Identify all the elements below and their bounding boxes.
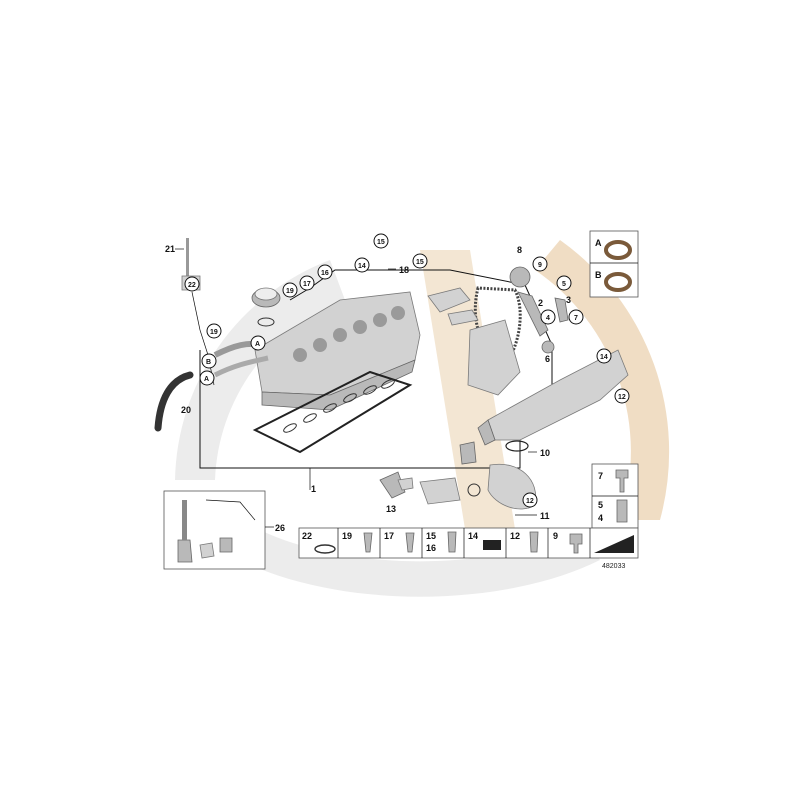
svg-text:7: 7 bbox=[574, 315, 578, 322]
callout-circled-15a: 15 bbox=[373, 233, 389, 249]
legend-side-4: 4 bbox=[598, 513, 603, 523]
svg-text:15: 15 bbox=[416, 259, 424, 266]
callout-13: 13 bbox=[386, 504, 396, 514]
svg-text:12: 12 bbox=[618, 394, 626, 401]
svg-text:19: 19 bbox=[286, 288, 294, 295]
legend-side-7: 7 bbox=[598, 471, 603, 481]
callout-circled-19a: 19 bbox=[206, 323, 222, 339]
legend-cell-15: 15 bbox=[426, 531, 436, 541]
callout-18: 18 bbox=[399, 265, 409, 275]
callout-circled-16: 16 bbox=[317, 264, 333, 280]
legend-side-5: 5 bbox=[598, 500, 603, 510]
callout-circled-9: 9 bbox=[532, 256, 548, 272]
legend-cell-19: 19 bbox=[342, 531, 352, 541]
marker-B: B bbox=[201, 353, 217, 369]
svg-text:9: 9 bbox=[538, 262, 542, 269]
callout-26: 26 bbox=[275, 523, 285, 533]
svg-text:19: 19 bbox=[210, 329, 218, 336]
svg-text:4: 4 bbox=[546, 315, 550, 322]
legend-bottom-row: 22 19 17 15 16 14 12 9 bbox=[298, 527, 639, 559]
svg-text:14: 14 bbox=[358, 263, 366, 270]
callout-8: 8 bbox=[517, 245, 522, 255]
callout-circled-17: 17 bbox=[299, 275, 315, 291]
diagram-id-number: 482033 bbox=[602, 563, 625, 570]
callout-21: 21 bbox=[165, 244, 175, 254]
callout-circled-7: 7 bbox=[568, 309, 584, 325]
callout-circled-15b: 15 bbox=[412, 253, 428, 269]
svg-text:A: A bbox=[255, 341, 260, 348]
svg-text:A: A bbox=[204, 376, 209, 383]
svg-text:5: 5 bbox=[562, 281, 566, 288]
svg-text:12: 12 bbox=[526, 498, 534, 505]
callout-circled-22: 22 bbox=[184, 276, 200, 292]
callout-circled-12a: 12 bbox=[614, 388, 630, 404]
callout-circled-14a: 14 bbox=[354, 257, 370, 273]
legend-cell-17: 17 bbox=[384, 531, 394, 541]
svg-text:22: 22 bbox=[188, 282, 196, 289]
legend-side-bolts: 7 5 4 bbox=[591, 463, 639, 529]
legend-cell-16: 16 bbox=[426, 543, 436, 553]
legend-cell-12: 12 bbox=[510, 531, 520, 541]
callout-1: 1 bbox=[311, 484, 316, 494]
callout-circled-19b: 19 bbox=[282, 282, 298, 298]
svg-text:B: B bbox=[206, 359, 211, 366]
svg-text:17: 17 bbox=[303, 281, 311, 288]
part-valve-cover-gasket bbox=[252, 370, 413, 454]
svg-text:14: 14 bbox=[600, 354, 608, 361]
marker-A-left: A bbox=[199, 370, 215, 386]
svg-text:16: 16 bbox=[321, 270, 329, 277]
legend-cell-14: 14 bbox=[468, 531, 478, 541]
callout-10: 10 bbox=[540, 448, 550, 458]
legend-rings: A B bbox=[589, 230, 639, 298]
callout-6: 6 bbox=[545, 354, 550, 364]
legend-label-B: B bbox=[595, 270, 602, 280]
callout-3: 3 bbox=[566, 295, 571, 305]
callout-20: 20 bbox=[181, 405, 191, 415]
callout-circled-14b: 14 bbox=[596, 348, 612, 364]
callout-circled-4: 4 bbox=[540, 309, 556, 325]
part-intake-manifold bbox=[477, 349, 629, 446]
callout-circled-5: 5 bbox=[556, 275, 572, 291]
svg-text:15: 15 bbox=[377, 239, 385, 246]
callout-circled-12b: 12 bbox=[522, 492, 538, 508]
catalog-arrow-icon bbox=[594, 535, 634, 553]
detail-box-sensor-kit bbox=[163, 490, 274, 570]
legend-cell-22: 22 bbox=[302, 531, 312, 541]
part-timing-chain bbox=[427, 266, 569, 396]
part-cylinder-head bbox=[251, 287, 421, 411]
legend-label-A: A bbox=[595, 238, 602, 248]
callout-11: 11 bbox=[540, 511, 550, 521]
callout-2: 2 bbox=[538, 298, 543, 308]
marker-A-top: A bbox=[250, 335, 266, 351]
part-sensor bbox=[379, 471, 414, 499]
legend-cell-9: 9 bbox=[553, 531, 558, 541]
